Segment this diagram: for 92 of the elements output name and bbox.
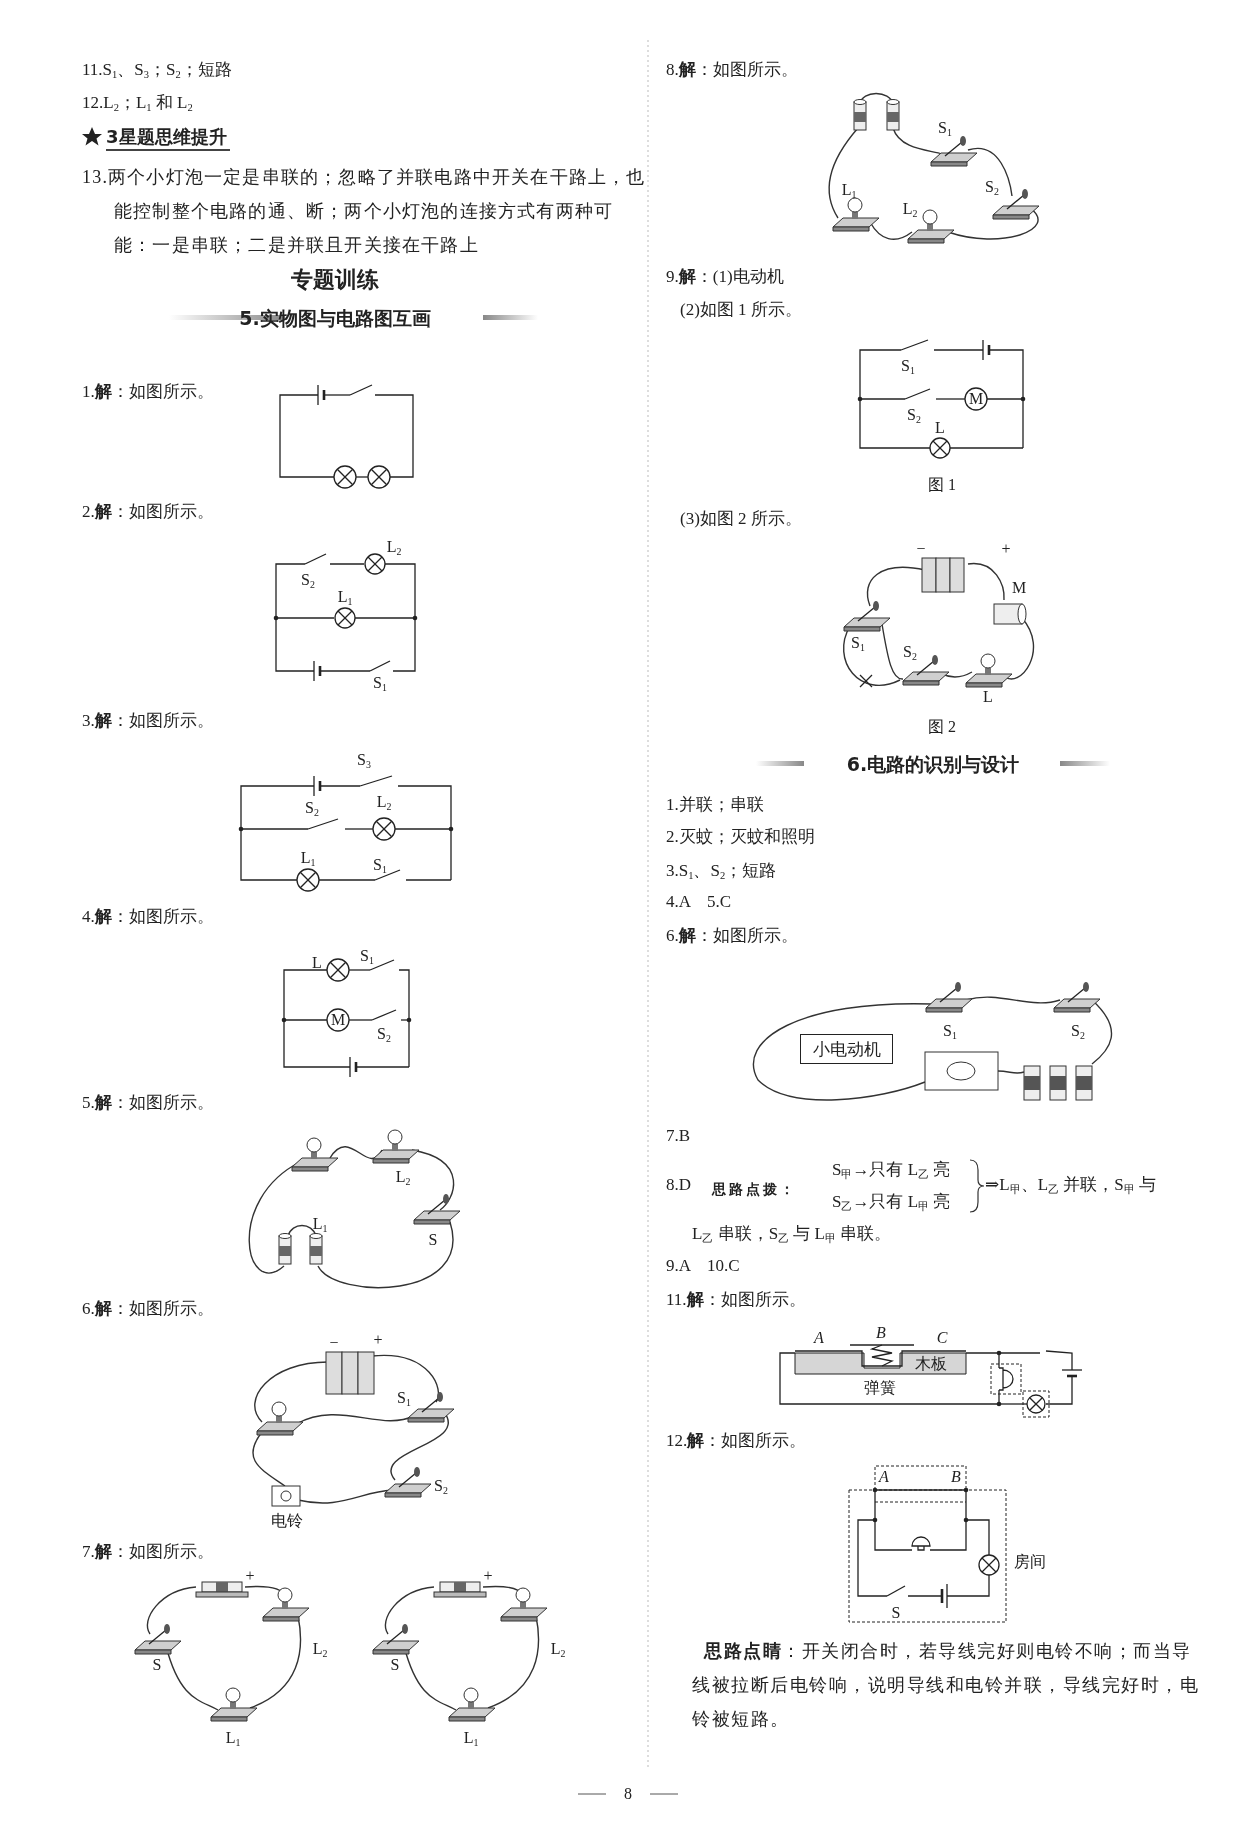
component-label: 弹簧	[864, 1379, 896, 1397]
component-label: L$_{1}$	[300, 849, 316, 867]
component-label: L$_{2}$	[550, 1640, 566, 1658]
component-label: S$_{2}$	[301, 571, 315, 589]
answer-text: 11.S$_{1}$、S$_{3}$；S$_{2}$；短路	[82, 59, 232, 82]
component-label: B	[876, 1324, 886, 1342]
answer-text: 3.S$_{1}$、S$_{2}$；短路	[666, 860, 777, 883]
component-label: S$_{3}$	[357, 751, 371, 769]
component-label: B	[951, 1468, 961, 1486]
answer-text: S$_{甲}$→只有 L$_{乙}$ 亮	[832, 1159, 951, 1182]
page-number: 8	[624, 1785, 632, 1803]
component-label: S$_{2}$	[377, 1025, 391, 1043]
answer-text: 6.解：如图所示。	[666, 925, 798, 947]
component-label: 木板	[915, 1355, 947, 1373]
component-label: L$_{1}$	[841, 181, 857, 199]
answer-text: 4.解：如图所示。	[82, 906, 214, 928]
component-label: S$_{1}$	[901, 357, 915, 375]
component-label: L$_{2}$	[386, 538, 402, 556]
section-heading: 6.电路的识别与设计	[846, 752, 1020, 776]
component-label: S	[891, 1604, 901, 1622]
component-label: L	[935, 419, 945, 437]
answer-text: 1.并联；串联	[666, 794, 764, 816]
component-label: S$_{2}$	[305, 799, 319, 817]
answer-text: 7.B	[666, 1125, 691, 1147]
answer-text: 11.解：如图所示。	[666, 1289, 806, 1311]
component-label: L$_{2}$	[395, 1168, 411, 1186]
component-label: S$_{1}$	[373, 674, 387, 692]
component-label: L	[312, 954, 322, 972]
section-heading: 5.实物图与电路图互画	[239, 306, 431, 330]
component-label: L$_{1}$	[337, 588, 353, 606]
component-label: L$_{1}$	[312, 1215, 328, 1233]
component-label: +	[373, 1331, 383, 1349]
component-label: L$_{1}$	[463, 1729, 479, 1747]
answer-text: 5.解：如图所示。	[82, 1092, 214, 1114]
answer-text: 7.解：如图所示。	[82, 1541, 214, 1563]
answer-text: 8.解：如图所示。	[666, 59, 798, 81]
component-label: S$_{1}$	[360, 947, 374, 965]
component-label: L$_{1}$	[225, 1729, 241, 1747]
component-label: S$_{2}$	[1071, 1022, 1085, 1040]
answer-text: 4.A 5.C	[666, 891, 732, 913]
component-label: 房间	[1014, 1553, 1046, 1571]
component-label: C	[936, 1329, 948, 1347]
component-label: S	[428, 1231, 438, 1249]
answer-text: S$_{乙}$→只有 L$_{甲}$ 亮	[832, 1191, 951, 1214]
component-label: L	[983, 688, 993, 706]
figure-caption: 图 2	[928, 718, 956, 736]
component-label: −	[916, 540, 926, 558]
component-label: S$_{2}$	[903, 643, 917, 661]
explanation-paragraph: 思路点睛：开关闭合时，若导线完好则电铃不响；而当导线被拉断后电铃响，说明导线和电铃并联，导线完好时，电铃被短路。	[692, 1640, 1200, 1731]
answer-text: 3.解：如图所示。	[82, 710, 214, 732]
component-label: +	[245, 1567, 255, 1585]
answer-text: (3)如图 2 所示。	[680, 508, 802, 530]
section-heading: 3星题思维提升	[106, 125, 227, 149]
component-label: S	[390, 1656, 400, 1674]
component-label: S$_{1}$	[943, 1022, 957, 1040]
answer-text: (2)如图 1 所示。	[680, 299, 802, 321]
component-label: 电铃	[271, 1512, 303, 1530]
component-label: S$_{1}$	[851, 634, 865, 652]
component-label: +	[1001, 540, 1011, 558]
component-label: L$_{2}$	[902, 200, 918, 218]
component-label: A	[879, 1468, 889, 1486]
component-label: M	[968, 390, 984, 408]
component-label: S$_{2}$	[907, 406, 921, 424]
component-label: L$_{2}$	[376, 793, 392, 811]
component-label: S$_{1}$	[373, 856, 387, 874]
answer-text: 9.A 10.C	[666, 1255, 740, 1277]
answer-text: 12.解：如图所示。	[666, 1430, 807, 1452]
component-label: S$_{1}$	[397, 1389, 411, 1407]
component-label: S$_{2}$	[434, 1477, 448, 1495]
answer-text: L$_{乙}$ 串联，S$_{乙}$ 与 L$_{甲}$ 串联。	[692, 1223, 892, 1246]
answer-text: 6.解：如图所示。	[82, 1298, 214, 1320]
answer-text: 2.解：如图所示。	[82, 501, 214, 523]
answer-paragraph: 13.两个小灯泡一定是串联的；忽略了并联电路中开关在干路上，也能控制整个电路的通、断；两个小灯泡的连接方式有两种可能：一是串联；二是并联且开关接在干路上	[82, 166, 647, 257]
answer-text: ⇒L$_{甲}$、L$_{乙}$ 并联，S$_{甲}$ 与	[985, 1174, 1156, 1197]
answer-text: 1.解：如图所示。	[82, 381, 214, 403]
answer-text: 8.D	[666, 1174, 692, 1196]
component-label: M	[330, 1011, 346, 1029]
section-heading: 专题训练	[291, 268, 379, 292]
answer-text: 9.解：(1)电动机	[666, 266, 784, 288]
component-label: S$_{2}$	[985, 178, 999, 196]
label-box: 小电动机	[800, 1034, 893, 1064]
component-label: L$_{2}$	[312, 1640, 328, 1658]
component-label: S$_{1}$	[938, 119, 952, 137]
component-label: S	[152, 1656, 162, 1674]
figure-caption: 图 1	[928, 476, 956, 494]
answer-text: 2.灭蚊；灭蚊和照明	[666, 826, 815, 848]
component-label: +	[483, 1567, 493, 1585]
hint-label: 思路点拨：	[712, 1180, 797, 1199]
component-label: −	[329, 1334, 339, 1352]
component-label: A	[814, 1329, 824, 1347]
answer-text: 12.L$_{2}$；L$_{1}$ 和 L$_{2}$	[82, 92, 193, 115]
component-label: M	[1011, 579, 1027, 597]
